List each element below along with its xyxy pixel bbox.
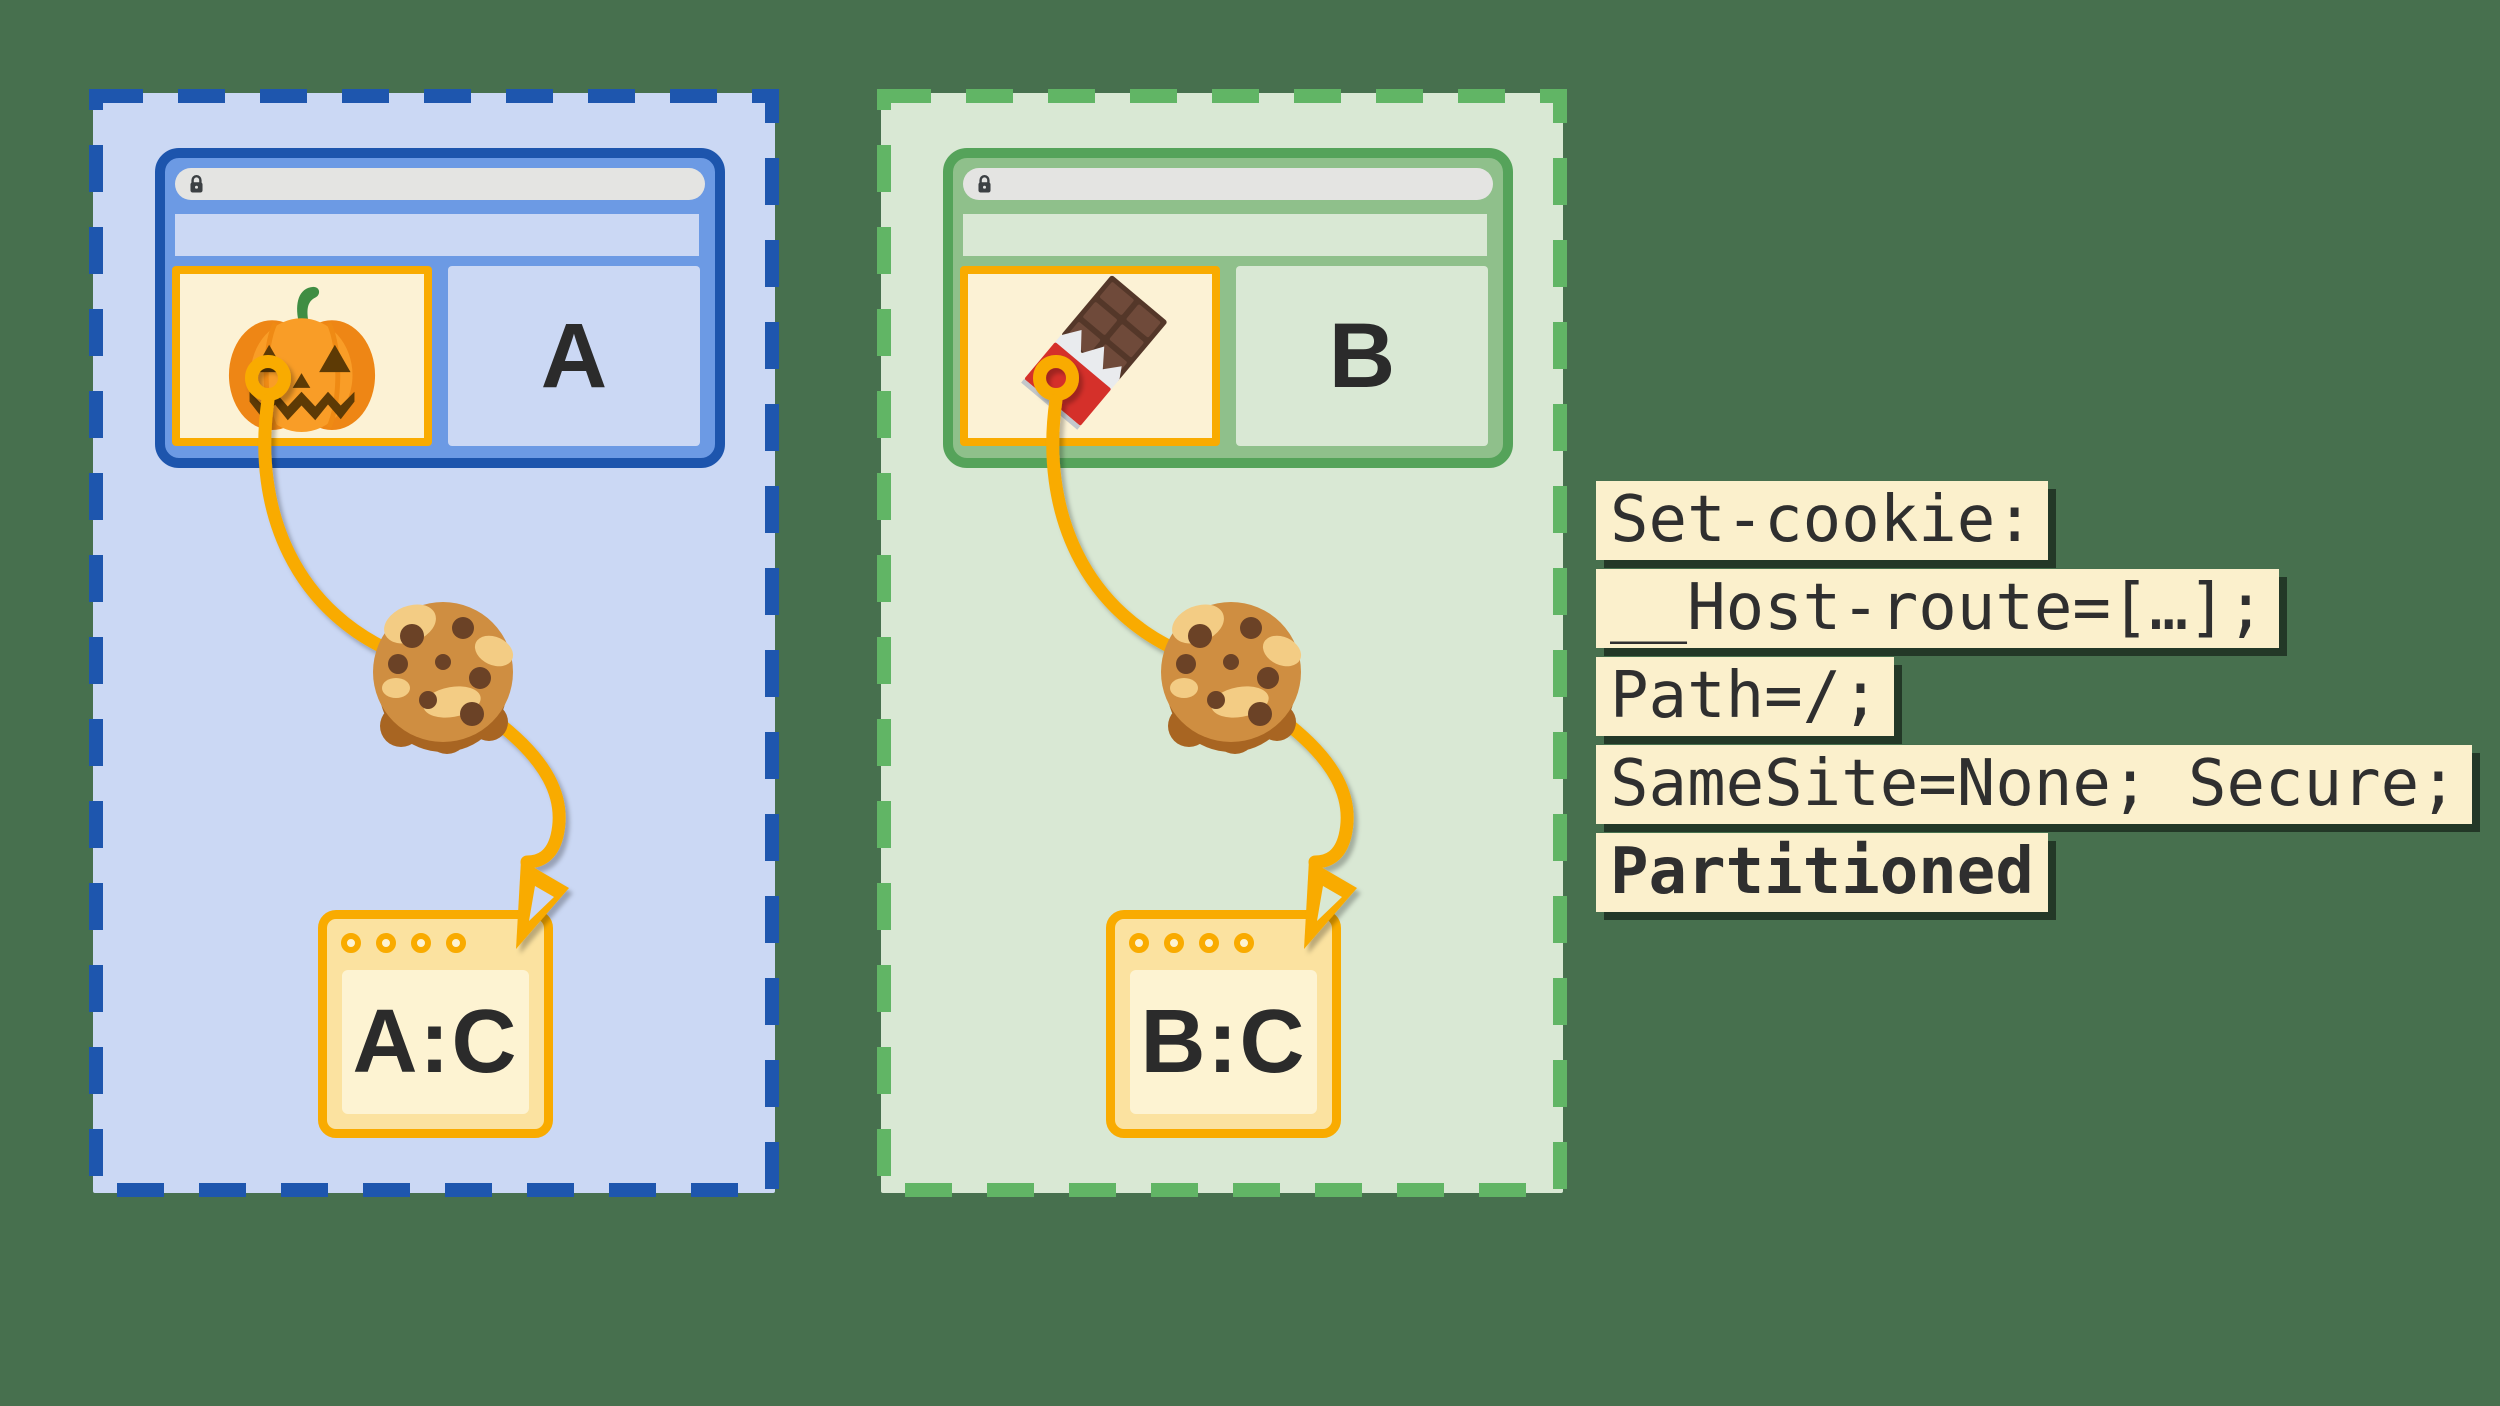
code-line-partitioned: Partitioned [1596,833,2048,912]
embedded-iframe-b [960,266,1220,446]
partition-site-b: B B:C [877,89,1567,1197]
url-bar [963,168,1493,200]
code-line: SameSite=None; Secure; [1596,745,2472,824]
partition-site-a: A A:C [89,89,779,1197]
partition-key-panel-a: A:C [342,970,529,1114]
storage-window-dots [1129,933,1254,953]
lock-icon [190,175,203,193]
browser-window-a: A [155,148,725,468]
partition-storage-b: B:C [1106,910,1341,1138]
top-site-pane-a: A [448,266,700,446]
browser-window-b: B [943,148,1513,468]
pumpkin-icon [228,286,376,432]
dot-icon [1199,933,1219,953]
lock-icon [978,175,991,193]
partition-storage-a: A:C [318,910,553,1138]
dot-icon [376,933,396,953]
site-label-b: B [1328,304,1396,407]
dot-icon [411,933,431,953]
code-line: Path=/; [1596,657,1894,736]
page-content-strip [963,214,1487,256]
partition-b-dashed-border [877,89,1567,1197]
partition-key-panel-b: B:C [1130,970,1317,1114]
page-content-strip [175,214,699,256]
site-label-a: A [540,304,608,407]
dot-icon [446,933,466,953]
dot-icon [1164,933,1184,953]
partition-key-label-b: B:C [1140,991,1307,1092]
code-line: __Host-route=[…]; [1596,569,2280,648]
dot-icon [1234,933,1254,953]
set-cookie-code-block: Set-cookie: __Host-route=[…]; Path=/; Sa… [1596,481,2472,912]
url-bar [175,168,705,200]
partition-a-dashed-border [89,89,779,1197]
embedded-iframe-a [172,266,432,446]
storage-window-dots [341,933,466,953]
partition-key-label-a: A:C [352,991,519,1092]
dot-icon [341,933,361,953]
code-line: Set-cookie: [1596,481,2048,560]
dot-icon [1129,933,1149,953]
chocolate-bar-icon [1021,275,1167,430]
top-site-pane-b: B [1236,266,1488,446]
